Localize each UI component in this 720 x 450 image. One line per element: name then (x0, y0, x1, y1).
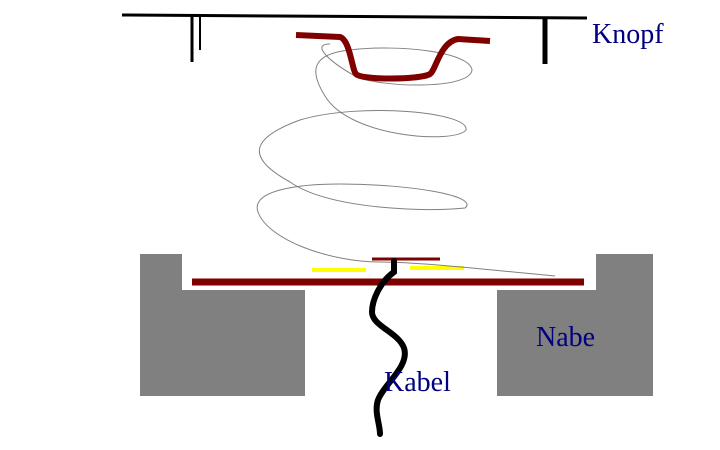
hub-right-lower (497, 290, 653, 396)
cable (368, 258, 408, 437)
label-nabe: Nabe (536, 322, 596, 353)
hub-left-lower (140, 290, 305, 396)
button-cap (295, 32, 491, 82)
hub-block (140, 254, 653, 396)
button-frame (121, 13, 588, 64)
label-kabel: Kabel (384, 367, 451, 398)
spring (256, 43, 556, 277)
label-knopf: Knopf (592, 19, 664, 50)
